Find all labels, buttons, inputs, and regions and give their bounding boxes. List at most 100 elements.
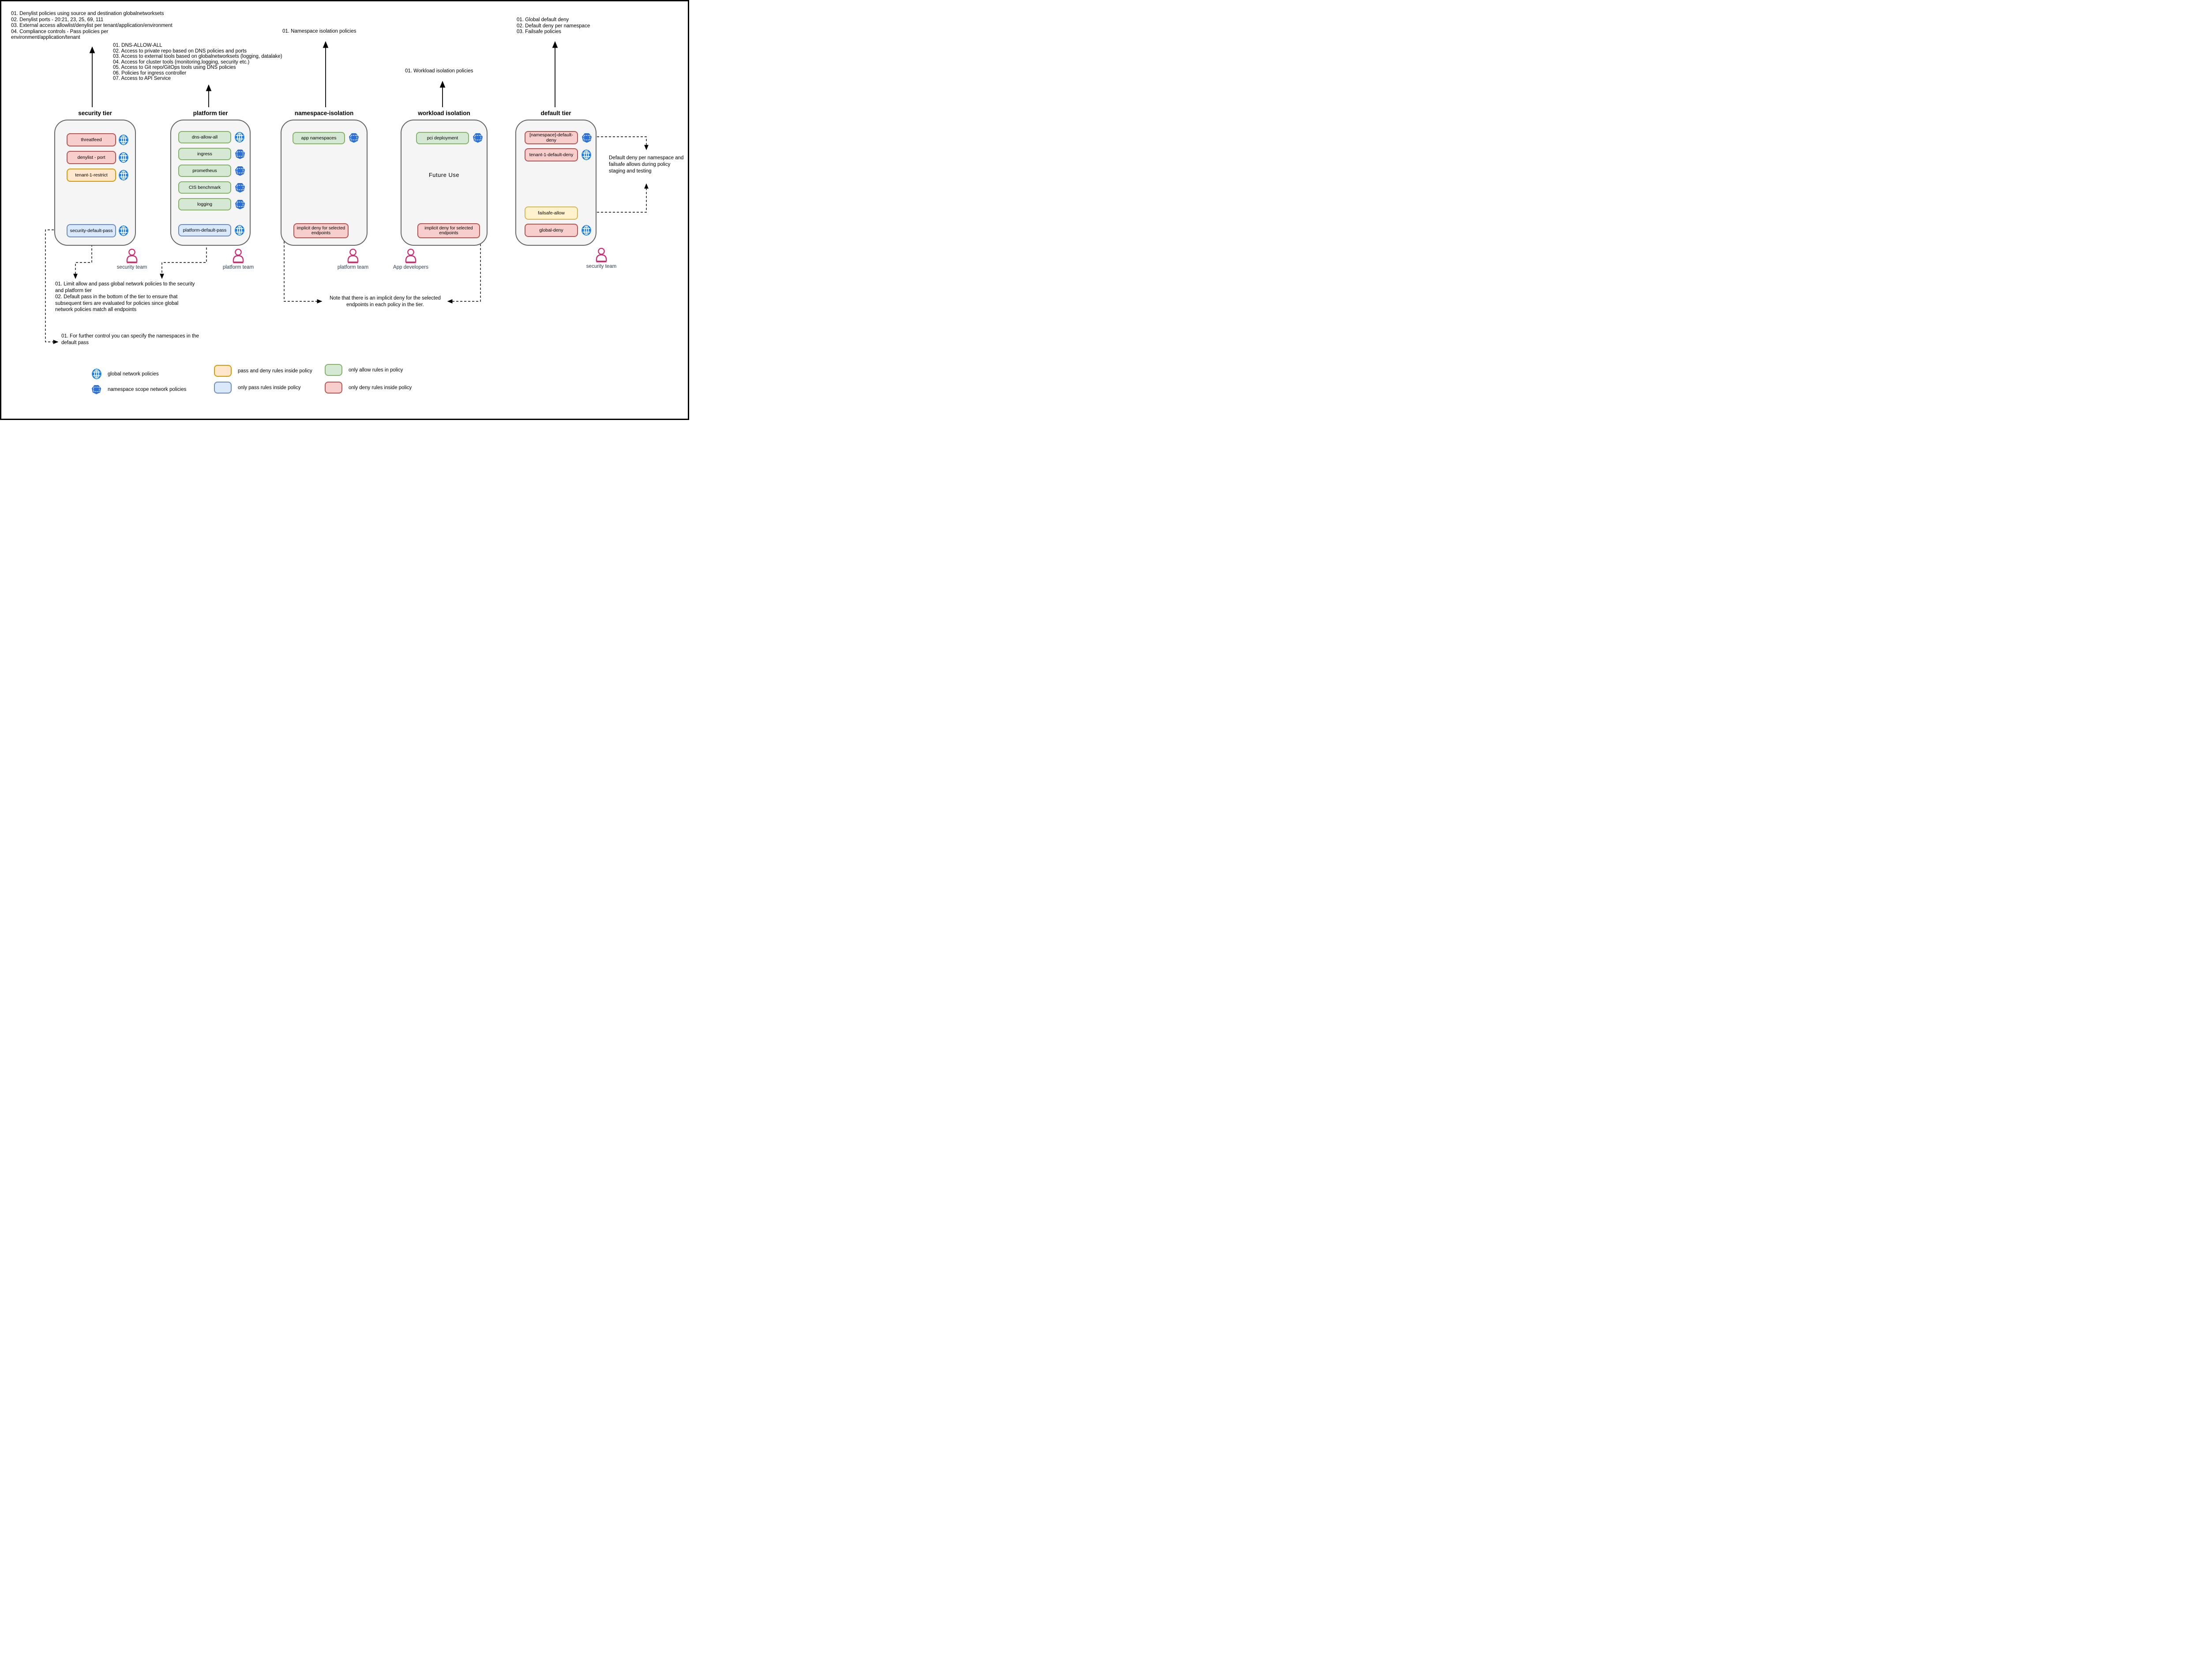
policy-label: tenant-1-default-deny [529,152,574,158]
note-line: network policies match all endpoints [55,307,137,312]
namespace-tier-note: 01. Namespace isolation policies [282,29,356,34]
team-security: security team [103,248,161,270]
team-security-2: security team [573,248,630,269]
note-line: staging and testing [609,169,652,174]
policy-box-implicit-deny: implicit deny for selected endpoints [417,223,480,238]
team-app-developers: App developers [382,248,439,270]
legend-label: only deny rules inside policy [349,385,412,390]
namespace-policy-icon [235,165,245,176]
policy-label: pci deployment [427,135,458,141]
legend-label: namespace scope network policies [108,386,187,392]
policy-label: logging [197,202,212,207]
policy-box-security-default-pass: security-default-pass [67,224,116,237]
legend-namespace-scope-policies: namespace scope network policies [91,384,186,394]
note-line: 01. Limit allow and pass global network … [55,281,195,287]
legend-label: only allow rules in policy [349,367,403,373]
note-line: 03. Access to external tools based on gl… [113,54,282,59]
policy-box-cis-benchmark: CIS benchmark [178,181,231,194]
team-label: security team [586,264,617,269]
person-icon [231,248,245,263]
note-line: 03. Failsafe policies [517,29,561,34]
policy-label: tenant-1-restrict [75,172,108,178]
person-icon [125,248,139,263]
team-label: platform team [222,265,254,270]
namespace-icon [91,384,101,394]
diagram-canvas: 01. Denylist policies using source and d… [0,0,689,420]
note-line: and platform tier [55,288,92,293]
policy-box-dns-allow-all: dns-allow-all [178,131,231,143]
policy-label: CIS benchmark [188,185,221,190]
policy-label: global-deny [539,228,563,233]
note-line: 07. Access to API Service [113,76,171,81]
tier-title: default tier [540,110,571,116]
policy-box-namespace-default-deny: [namespace]-default-deny [525,131,578,144]
note-line: failsafe allows during policy [609,162,671,167]
global-policy-icon [119,225,128,236]
limit-pass-note: 01. Limit allow and pass global network … [55,281,195,313]
policy-box-prometheus: prometheus [178,165,231,177]
note-line: 05. Access to Git repo/GitOps tools usin… [113,65,236,70]
policy-box-global-deny: global-deny [525,224,578,237]
team-label: security team [116,265,147,270]
note-line: 04. Compliance controls - Pass policies … [11,29,109,34]
policy-label: security-default-pass [70,228,113,233]
team-platform: platform team [210,248,267,270]
workload-tier-note: 01. Workload isolation policies [405,68,473,74]
legend-only-deny: only deny rules inside policy [325,382,412,394]
deny-swatch [325,382,342,394]
policy-box-threatfeed: threatfeed [67,133,116,146]
policy-box-ingress: ingress [178,148,231,160]
policy-label: app namespaces [301,135,337,141]
default-tier-notes: 01. Global default deny 02. Default deny… [517,17,590,35]
security-tier-notes: 01. Denylist policies using source and d… [11,11,173,41]
legend-label: pass and deny rules inside policy [238,368,312,374]
person-icon [594,248,608,262]
note-line: 02. Default deny per namespace [517,23,590,29]
policy-box-tenant-1-default-deny: tenant-1-default-deny [525,148,578,161]
globe-icon [92,368,101,379]
pass-swatch [214,382,232,394]
global-policy-icon [235,225,244,236]
policy-label: platform-default-pass [183,228,227,233]
note-line: 01. DNS-ALLOW-ALL [113,43,162,48]
global-policy-icon [119,134,128,146]
namespace-policy-icon [473,132,483,143]
namespace-policy-icon [582,132,592,143]
legend-label: only pass rules inside policy [238,385,301,390]
legend-only-allow: only allow rules in policy [325,364,403,376]
note-line: 01. For further control you can specify … [61,334,199,339]
policy-box-denylist-port: denylist - port [67,151,116,164]
note-line: subsequent tiers are evaluated for polic… [55,300,179,306]
policy-box-implicit-deny: implicit deny for selected endpoints [293,223,349,238]
policy-label: denylist - port [77,155,105,160]
tier-title: namespace-isolation [294,110,354,116]
global-policy-icon [582,149,591,161]
policy-label: ingress [197,151,212,157]
team-label: platform team [337,265,369,270]
note-line: 02. Default pass in the bottom of the ti… [55,294,178,300]
tier-title: platform tier [193,110,228,116]
namespace-policy-icon [235,199,245,210]
tier-title: workload isolation [418,110,470,116]
note-line: Default deny per namespace and [609,155,684,161]
policy-box-platform-default-pass: platform-default-pass [178,224,231,236]
legend-global-network-policies: global network policies [92,368,159,379]
policy-label: implicit deny for selected endpoints [424,225,473,236]
tier-platform: platform tier dns-allow-all ingress prom… [170,110,251,246]
tier-default: default tier [namespace]-default-deny te… [515,110,597,246]
namespace-policy-icon [235,182,245,193]
note-line: default pass [61,340,89,345]
tier-title: security tier [78,110,112,116]
global-policy-icon [119,152,128,163]
policy-box-tenant-1-restrict: tenant-1-restrict [67,169,116,182]
global-policy-icon [235,131,244,143]
tier-workload-isolation: workload isolation pci deployment Future… [401,110,488,246]
legend-pass-and-deny: pass and deny rules inside policy [214,365,312,377]
namespace-policy-icon [349,132,359,143]
note-line: 02. Denylist ports - 20:21, 23, 25, 69, … [11,17,104,22]
note-line: 01. Global default deny [517,17,569,22]
note-line: 06. Policies for ingress controller [113,70,187,76]
person-icon [404,248,418,263]
note-line: 01. Denylist policies using source and d… [11,11,164,16]
policy-box-failsafe-allow: failsafe-allow [525,206,578,220]
